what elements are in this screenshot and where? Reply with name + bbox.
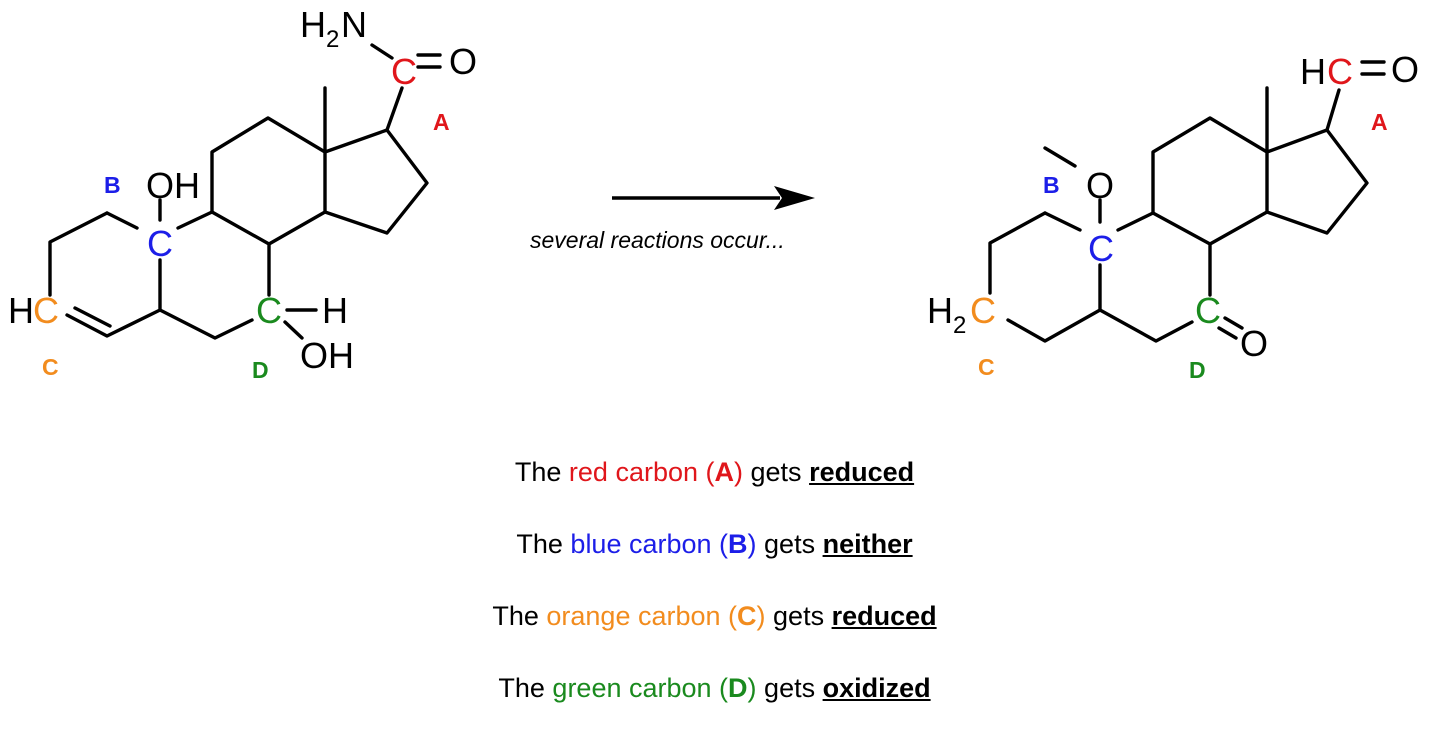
paren-open: ( (711, 529, 729, 559)
statement-verb: gets (756, 529, 823, 559)
hydroxyl-b-reactant: OH (146, 165, 200, 206)
statement-red: The red carbon (A) gets reduced (0, 450, 1429, 522)
statement-prefix: The (498, 673, 553, 703)
reactant-labels: A B C D (42, 109, 450, 383)
carbon-letter-b: B (728, 529, 748, 559)
carbon-name-red: red carbon (568, 457, 699, 487)
arrow-caption: several reactions occur... (530, 227, 785, 253)
statement-verb: gets (756, 673, 823, 703)
paren-close: ) (756, 601, 766, 631)
oxidation-statements: The red carbon (A) gets reduced The blue… (0, 450, 1429, 738)
product-structure: H C O O C H 2 C C O A B C D (927, 49, 1419, 383)
result-reduced: reduced (809, 457, 915, 487)
carbon-c-hydrogen-subscript: 2 (953, 312, 966, 339)
aldehyde-hydrogen: H (1300, 51, 1326, 92)
carbon-b-product: C (1088, 228, 1114, 269)
product-atoms: H C O O C H 2 C C O (927, 49, 1419, 364)
label-b-product: B (1043, 172, 1060, 198)
product-bonds (988, 60, 1386, 343)
carbon-letter-a: A (714, 457, 735, 487)
reactant-atoms: H 2 N C O OH C H C C H OH (8, 4, 477, 376)
carbon-c-reactant: C (33, 290, 59, 331)
carbon-c-hydrogen: H (8, 290, 34, 331)
reaction-arrow: several reactions occur... (530, 186, 815, 253)
reaction-diagram: H 2 N C O OH C H C C H OH A B C D severa… (8, 4, 1419, 383)
label-c-product: C (978, 354, 995, 380)
arrow-head (774, 186, 815, 210)
reactant-structure: H 2 N C O OH C H C C H OH A B C D (8, 4, 477, 383)
statement-prefix: The (492, 601, 547, 631)
label-d-reactant: D (252, 357, 269, 383)
paren-close: ) (747, 673, 757, 703)
result-neither: neither (822, 529, 913, 559)
paren-close: ) (734, 457, 744, 487)
statement-orange: The orange carbon (C) gets reduced (0, 594, 1429, 666)
carbon-d-product: C (1195, 290, 1221, 331)
label-a-product: A (1371, 109, 1388, 135)
result-reduced: reduced (831, 601, 937, 631)
hydroxyl-d-reactant: OH (300, 335, 354, 376)
label-c-reactant: C (42, 354, 59, 380)
methoxy-oxygen: O (1086, 165, 1114, 206)
carbon-c-product: C (970, 290, 996, 331)
label-d-product: D (1189, 357, 1206, 383)
carbon-a-reactant: C (391, 51, 417, 92)
amide-hydrogen: H (300, 4, 326, 45)
carbon-c-hydrogen: H (927, 290, 953, 331)
carbon-b-reactant: C (147, 223, 173, 264)
carbon-d-reactant: C (256, 290, 282, 331)
carbon-d-hydrogen: H (322, 290, 348, 331)
paren-open: ( (711, 673, 729, 703)
carbon-name-blue: blue carbon (570, 529, 712, 559)
amide-nitrogen: N (341, 4, 367, 45)
statement-green: The green carbon (D) gets oxidized (0, 666, 1429, 738)
statement-prefix: The (516, 529, 571, 559)
reactant-bonds (48, 43, 442, 340)
carbonyl-oxygen: O (449, 41, 477, 82)
carbon-name-green: green carbon (552, 673, 712, 703)
paren-close: ) (747, 529, 757, 559)
ketone-oxygen: O (1240, 323, 1268, 364)
amide-hydrogen-subscript: 2 (326, 26, 339, 53)
paren-open: ( (698, 457, 715, 487)
carbon-letter-d: D (728, 673, 748, 703)
product-labels: A B C D (978, 109, 1388, 383)
carbon-name-orange: orange carbon (546, 601, 721, 631)
statement-prefix: The (514, 457, 569, 487)
carbon-letter-c: C (737, 601, 757, 631)
statement-verb: gets (743, 457, 810, 487)
result-oxidized: oxidized (822, 673, 931, 703)
label-b-reactant: B (104, 172, 121, 198)
carbon-a-product: C (1327, 51, 1353, 92)
label-a-reactant: A (433, 109, 450, 135)
aldehyde-oxygen: O (1391, 49, 1419, 90)
statement-blue: The blue carbon (B) gets neither (0, 522, 1429, 594)
statement-verb: gets (765, 601, 832, 631)
paren-open: ( (720, 601, 738, 631)
